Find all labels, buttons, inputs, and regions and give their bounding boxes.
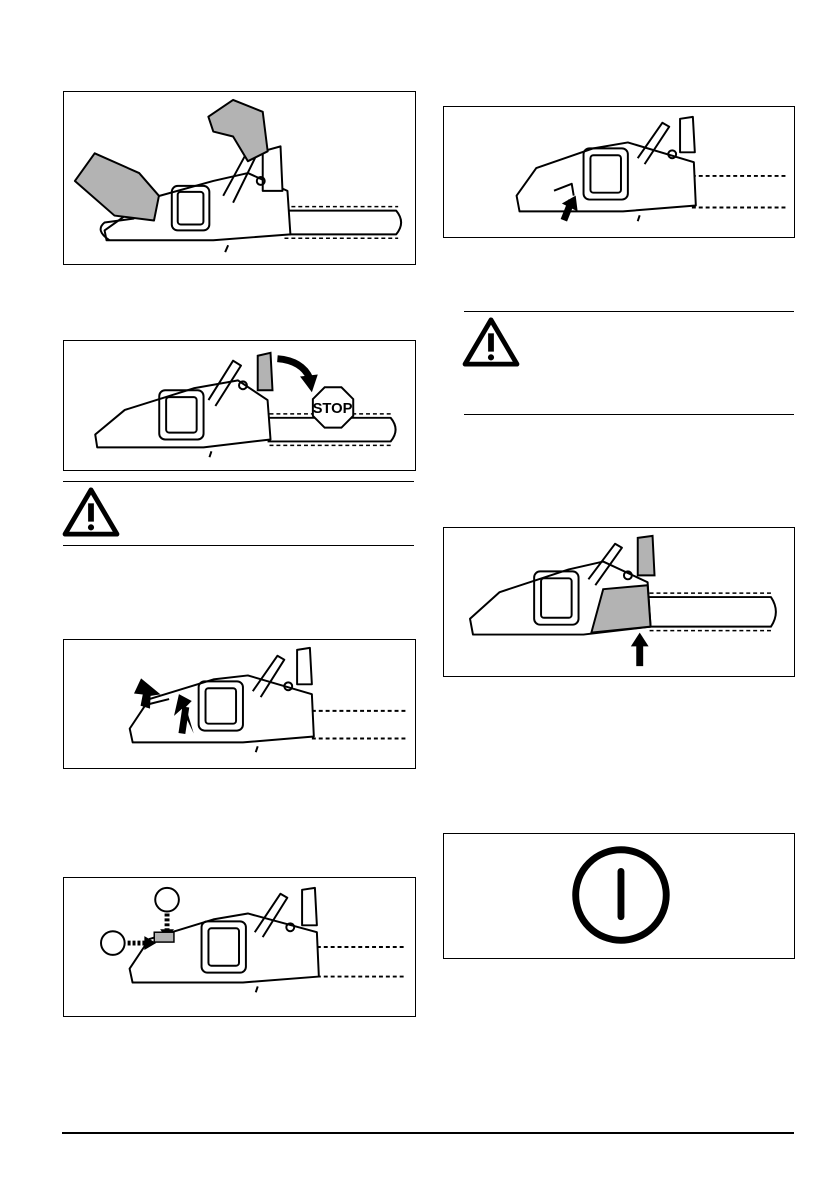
chainsaw-brake-illustration: STOP: [64, 341, 415, 470]
chainsaw-trigger-illustration: [64, 640, 415, 768]
chainsaw-lockout-illustration: [64, 878, 415, 1016]
figure-lockout-sequence: [63, 877, 416, 1017]
figure-hands-on-handles: [63, 91, 416, 265]
chainsaw-illustration: [64, 92, 415, 264]
warning-triangle-icon: [62, 487, 120, 537]
figure-trigger-arrow: [443, 106, 795, 238]
right-glove: [208, 100, 267, 161]
warning-triangle-icon: [462, 317, 520, 367]
warning-rule-top-right: [464, 311, 794, 312]
warning-rule-top: [63, 481, 414, 482]
figure-chain-brake-stop: STOP: [63, 340, 416, 471]
figure-chain-catcher: [443, 527, 795, 677]
figure-power-symbol: [443, 833, 795, 959]
chainsaw-catcher-illustration: [444, 528, 794, 676]
warning-rule-bottom-right: [464, 414, 794, 415]
left-glove: [75, 153, 159, 220]
stop-sign-label: STOP: [313, 401, 353, 417]
power-icon: [444, 834, 794, 958]
page-footer-rule: [62, 1132, 794, 1134]
chainsaw-trigger-up-illustration: [444, 107, 794, 237]
warning-rule-bottom: [63, 545, 414, 546]
figure-throttle-trigger: [63, 639, 416, 769]
